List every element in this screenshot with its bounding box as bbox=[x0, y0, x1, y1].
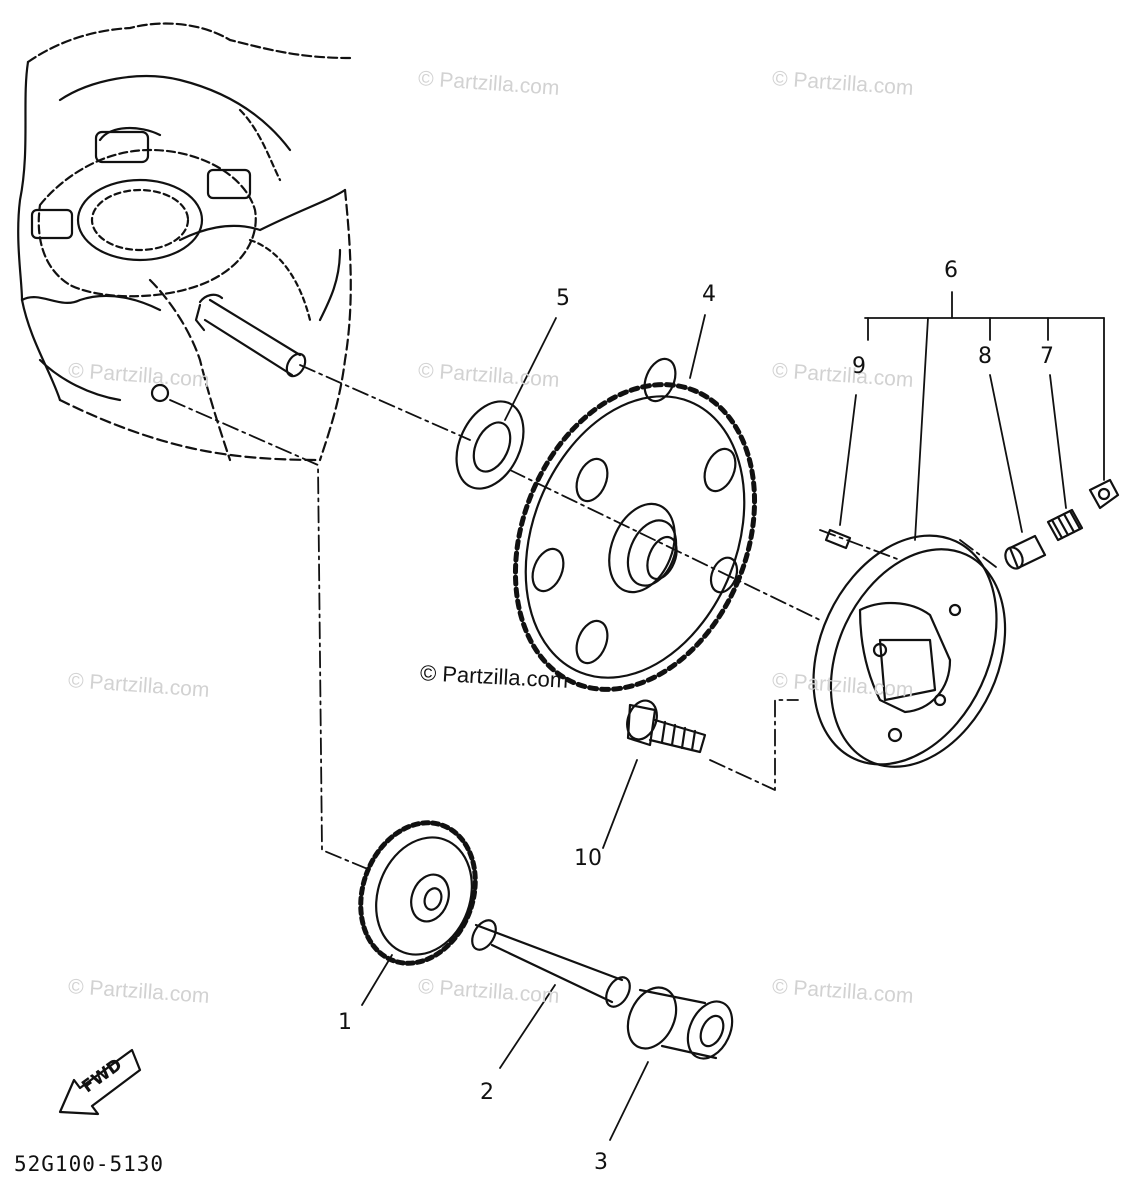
callout-4: 4 bbox=[702, 282, 716, 307]
callout-2: 2 bbox=[480, 1080, 494, 1105]
callout-1: 1 bbox=[338, 1010, 352, 1035]
engine-crankcase bbox=[17, 22, 352, 462]
callout-5: 5 bbox=[556, 286, 570, 311]
part-4-large-sprocket bbox=[512, 357, 758, 692]
assembly-centerlines bbox=[169, 364, 1001, 871]
part-6-clutch-assembly bbox=[812, 534, 1007, 768]
part-5-washer bbox=[455, 400, 525, 490]
callout-8: 8 bbox=[978, 344, 992, 369]
callout-10: 10 bbox=[574, 846, 602, 871]
callout-3: 3 bbox=[594, 1150, 608, 1175]
part-7-spring bbox=[1046, 508, 1084, 542]
fwd-arrow-icon bbox=[58, 1048, 142, 1116]
callout-6: 6 bbox=[944, 258, 958, 283]
part-1-idle-gear bbox=[358, 820, 478, 966]
part-10-bolt bbox=[626, 699, 707, 754]
callout-7: 7 bbox=[1040, 344, 1054, 369]
engine-shaft bbox=[194, 293, 307, 378]
part-2-shaft bbox=[471, 919, 631, 1008]
part-8-roller bbox=[1004, 534, 1047, 570]
diagram-code: 52G100-5130 bbox=[14, 1152, 165, 1176]
part-9-pin bbox=[824, 528, 852, 550]
part-6-cap bbox=[1088, 478, 1120, 510]
leader-lines bbox=[361, 291, 1105, 1141]
part-3-collar bbox=[626, 986, 734, 1060]
callout-9: 9 bbox=[852, 354, 866, 379]
